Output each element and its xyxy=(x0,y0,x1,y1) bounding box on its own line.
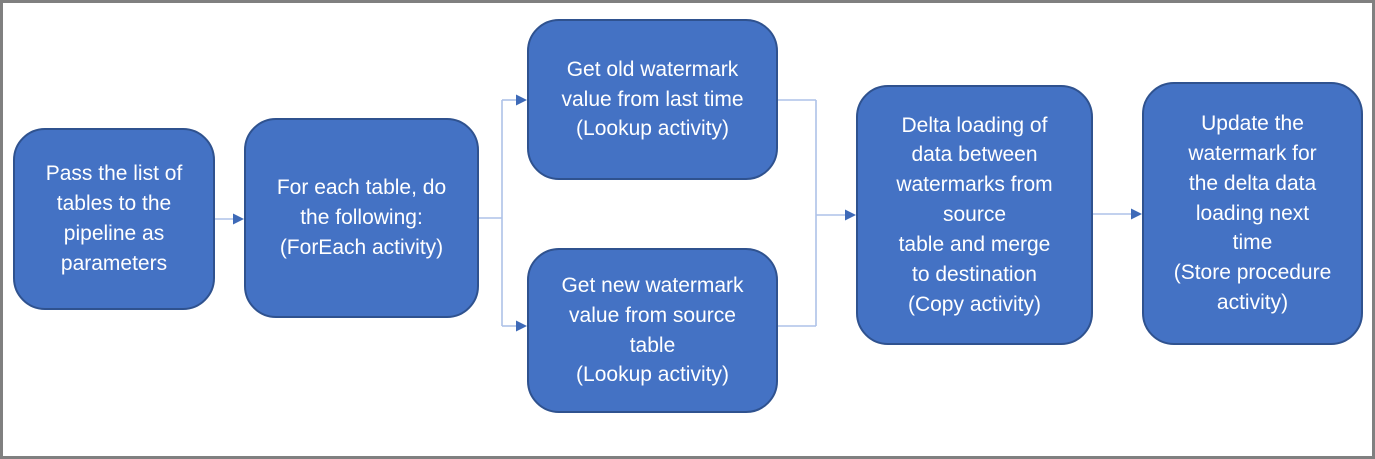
node-new-watermark-label: Get new watermark value from source tabl… xyxy=(561,273,744,387)
edge-foreach-branch xyxy=(479,94,527,332)
node-old-watermark-label: Get old watermark value from last time (… xyxy=(561,57,744,141)
node-new-watermark: Get new watermark value from source tabl… xyxy=(527,248,778,413)
node-pass-list-label: Pass the list of tables to the pipeline … xyxy=(45,162,183,275)
edge-merge-to-delta-load xyxy=(778,99,856,327)
edge-pass-list-to-foreach xyxy=(215,213,244,225)
node-delta-load-label: Delta loading of data between watermarks… xyxy=(896,113,1053,316)
node-update-watermark: Update the watermark for the delta data … xyxy=(1142,82,1363,345)
node-update-watermark-label: Update the watermark for the delta data … xyxy=(1173,112,1332,315)
node-delta-load: Delta loading of data between watermarks… xyxy=(856,85,1093,345)
edge-delta-load-to-update-watermark xyxy=(1093,208,1142,220)
node-foreach-label: For each table, do the following: (ForEa… xyxy=(276,176,447,259)
node-old-watermark: Get old watermark value from last time (… xyxy=(527,19,778,180)
node-pass-list: Pass the list of tables to the pipeline … xyxy=(13,128,215,310)
node-foreach: For each table, do the following: (ForEa… xyxy=(244,118,479,318)
